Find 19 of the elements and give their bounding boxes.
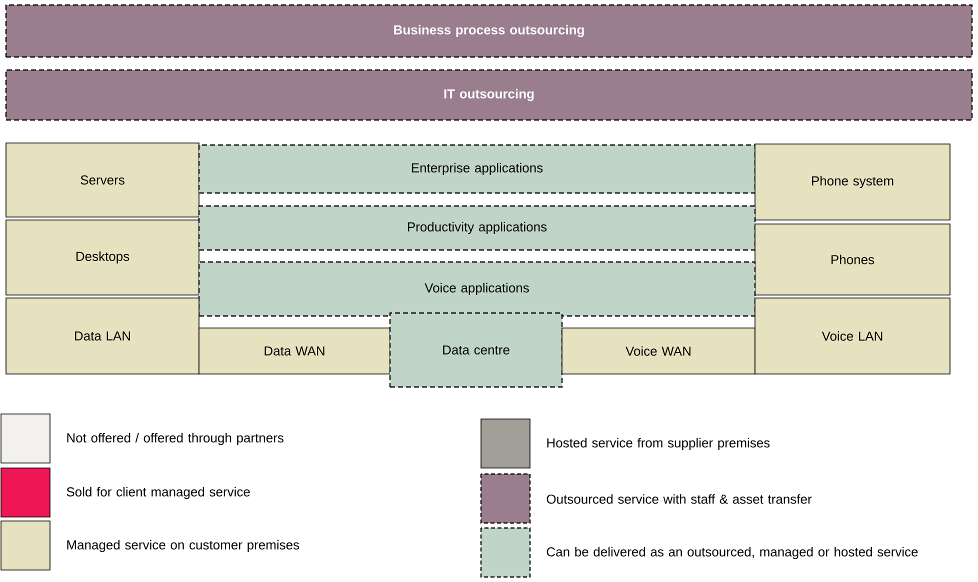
legend-label: Managed service on customer premises <box>67 540 300 552</box>
legend-label: Outsourced service with staff & asset transfer <box>546 494 812 504</box>
legend-label: Can be delivered as an outsourced, managed or hosted service <box>546 546 918 560</box>
outsourcing-band: Business process outsourcing <box>5 4 973 58</box>
service-box: Data centre <box>389 312 563 388</box>
service-box: Productivity applications <box>198 205 756 251</box>
outsourcing-band: IT outsourcing <box>5 69 973 121</box>
legend-label: Sold for client managed service <box>66 486 250 500</box>
service-box: Data LAN <box>6 298 200 374</box>
service-box: Voice WAN <box>562 328 756 374</box>
service-box: Data WAN <box>198 328 390 374</box>
service-box: Phones <box>754 224 950 296</box>
legend-label: Hosted service from supplier premises <box>547 438 770 450</box>
service-box: Servers <box>6 142 200 218</box>
service-box: Desktops <box>6 220 200 296</box>
service-box: Enterprise applications <box>198 144 756 194</box>
service-box: Voice LAN <box>754 298 950 374</box>
service-box: Phone system <box>754 144 950 220</box>
legend-label: Not offered / offered through partners <box>67 432 284 446</box>
